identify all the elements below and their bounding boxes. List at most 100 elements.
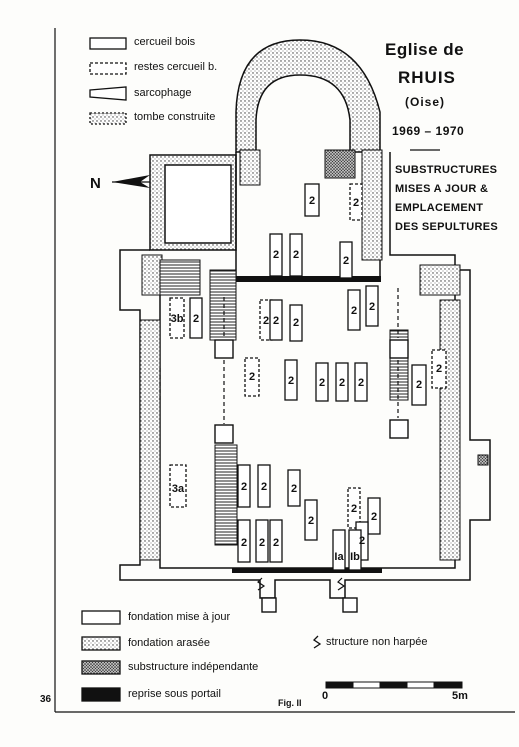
burial-19 [431, 349, 447, 389]
burial-32 [348, 529, 362, 571]
burial-25 [347, 487, 361, 529]
subtitle-line-3: EMPLACEMENT [395, 202, 484, 214]
solid-rectangle-icon [89, 37, 127, 50]
burial-22 [169, 464, 187, 508]
burial-23 [287, 469, 301, 507]
burial-29 [269, 519, 283, 563]
burial-31 [332, 529, 346, 571]
figure-label: Fig. II [278, 698, 302, 708]
burial-12 [365, 285, 379, 327]
burial-10 [289, 304, 303, 342]
burial-label: 2 [241, 537, 247, 549]
legend-label-fondation: fondation mise à jour [128, 611, 231, 623]
scale-start: 0 [322, 690, 329, 702]
burial-label: 2 [288, 375, 294, 387]
burial-27 [237, 519, 251, 563]
burial-label: 2 [293, 317, 299, 329]
subtitle-line-4: DES SEPULTURES [395, 221, 499, 233]
burial-label: 2 [351, 503, 357, 515]
openings [214, 339, 409, 613]
burial-26 [367, 497, 381, 535]
burial-label: 2 [351, 305, 357, 317]
burial-label: 2 [241, 481, 247, 493]
burial-1 [304, 183, 320, 217]
scale-bar [325, 681, 463, 689]
page-number: 36 [40, 694, 52, 705]
legend-label-reprise: reprise sous portail [128, 688, 221, 700]
top-legend-icons [89, 37, 127, 125]
burial-18 [411, 364, 427, 406]
burial-11 [347, 289, 361, 331]
burial-14 [284, 359, 298, 401]
burial-label: 2 [359, 535, 365, 547]
scale-end: 5m [452, 690, 468, 702]
burial-label: 2 [261, 481, 267, 493]
burial-label: 2 [293, 249, 299, 261]
blank-box-icon [81, 610, 121, 625]
legend-label-cercueil: cercueil bois [134, 36, 196, 48]
burial-7 [189, 297, 203, 339]
burial-label: 2 [343, 255, 349, 267]
zigzag-marks [257, 577, 346, 591]
dense-stipple-box-icon [81, 660, 121, 675]
burial-9 [269, 299, 283, 341]
burial-label: 2 [273, 537, 279, 549]
burial-label: 3a [172, 483, 185, 495]
burial-21 [257, 464, 271, 508]
burial-label: 2 [263, 315, 269, 327]
burial-label: 2 [358, 377, 364, 389]
title-dept: (Oise) [405, 95, 446, 109]
burial-5 [339, 241, 353, 279]
burial-24 [304, 499, 318, 541]
burial-label: Ia [334, 551, 344, 563]
dashed-rectangle-icon [89, 62, 127, 75]
tower [149, 154, 237, 251]
burial-label: 2 [319, 377, 325, 389]
legend-label-substructure: substructure indépendante [128, 661, 259, 673]
north-label: N [90, 175, 101, 192]
zigzag-icon [312, 635, 322, 649]
legend-label-arasee: fondation arasée [128, 637, 210, 649]
burial-13 [244, 357, 260, 397]
burial-label: 2 [273, 249, 279, 261]
burial-label: 2 [371, 511, 377, 523]
burial-label: Ib [350, 551, 360, 563]
stippled-box-icon [81, 636, 121, 651]
burial-20 [237, 464, 251, 508]
burial-label: 2 [249, 371, 255, 383]
burial-label: 2 [308, 515, 314, 527]
burial-15 [315, 362, 329, 402]
burial-label: 2 [291, 483, 297, 495]
reprise-fill [232, 276, 382, 573]
title-years: 1969 – 1970 [392, 124, 465, 138]
burial-label: 2 [273, 315, 279, 327]
burial-label: 3b [171, 313, 184, 325]
burial-6 [169, 297, 185, 339]
burial-3 [269, 233, 283, 277]
trapezoid-icon [89, 86, 127, 101]
subtitle-line-2: MISES A JOUR & [395, 183, 489, 195]
dotted-rectangle-icon [89, 112, 127, 125]
burial-label: 2 [436, 363, 442, 375]
burials [169, 183, 447, 571]
burial-28 [255, 519, 269, 563]
burial-16 [335, 362, 349, 402]
subtitle-line-1: SUBSTRUCTURES [395, 164, 498, 176]
north-arrow-icon [112, 175, 150, 188]
burial-labels: 2 2 2 2 2 3b 2 2 2 2 2 2 2 2 2 2 2 2 2 2… [171, 195, 442, 563]
title-church: Eglise de [385, 40, 465, 59]
burial-2 [349, 183, 363, 221]
burial-label: 2 [193, 313, 199, 325]
legend-label-sarcophage: sarcophage [134, 87, 192, 99]
dashed-lines [159, 288, 399, 424]
legend-label-non-harpee: structure non harpée [326, 636, 428, 648]
legend-label-tombe: tombe construite [134, 111, 216, 123]
burial-4 [289, 233, 303, 277]
legend-label-restes: restes cercueil b. [134, 61, 218, 73]
burial-label: 2 [353, 197, 359, 209]
black-box-icon [81, 687, 121, 702]
title-place: RHUIS [398, 68, 456, 87]
burial-label: 2 [259, 537, 265, 549]
